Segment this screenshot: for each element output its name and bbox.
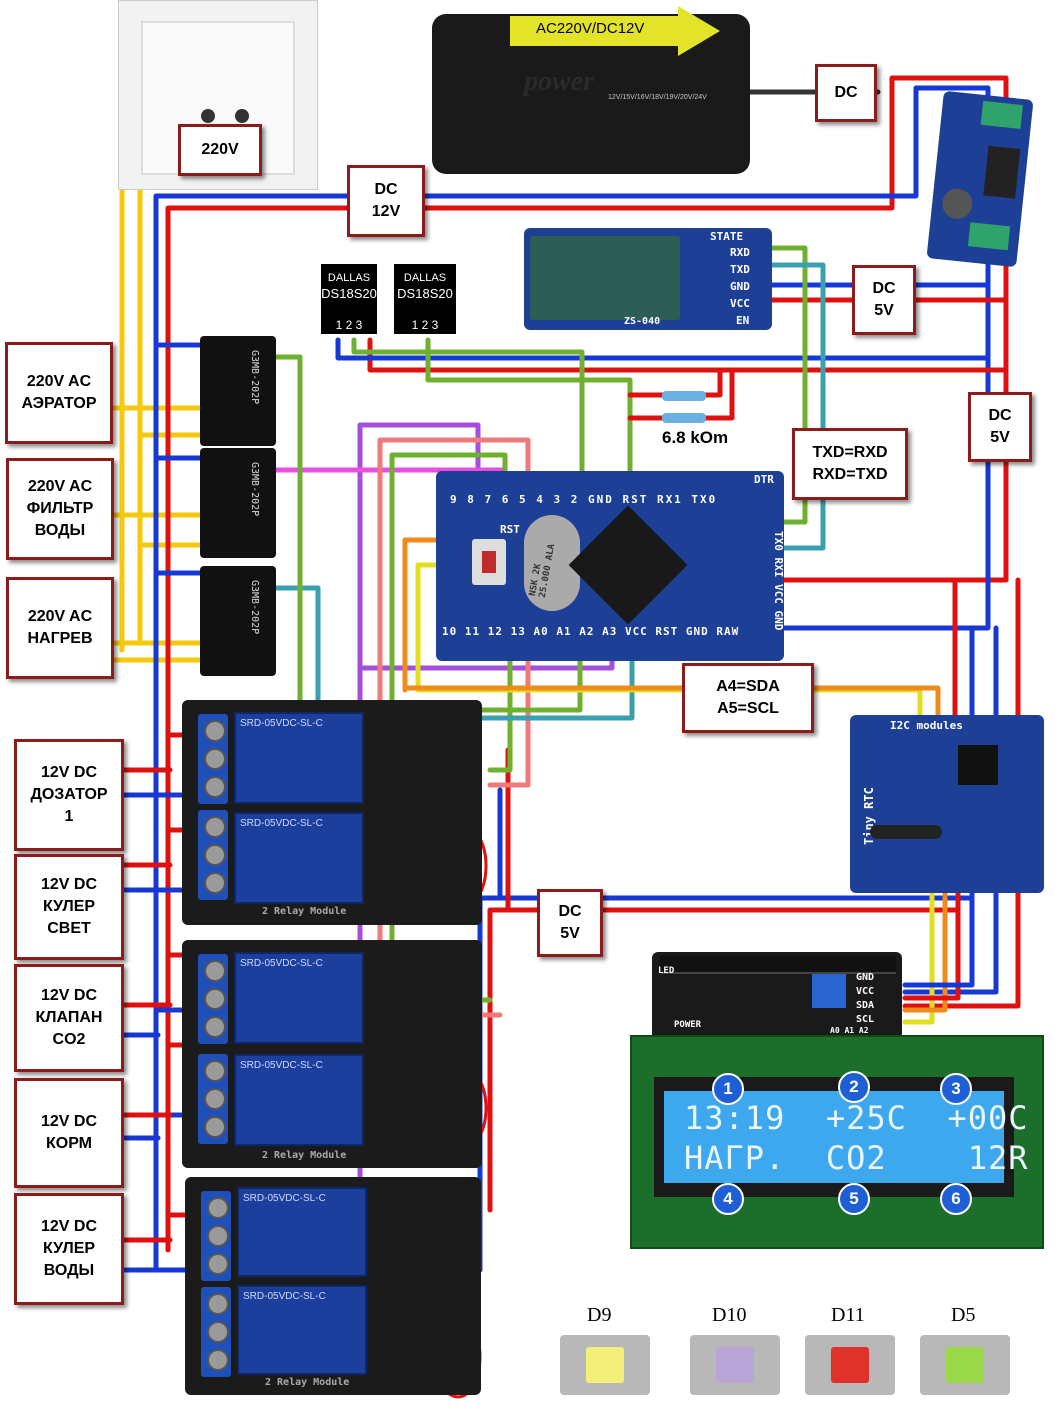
dc5-wire-blue xyxy=(767,247,991,631)
field-badge: 3 xyxy=(940,1073,972,1105)
dc5-wire-red xyxy=(777,247,1009,583)
arduino-pro-mini: 9 8 7 6 5 4 3 2 GND RST RX1 TX0 10 11 12… xyxy=(436,471,785,661)
load-label: 12V DC КЛАПАН CO2 xyxy=(14,964,124,1072)
led-name: D11 xyxy=(831,1304,865,1326)
field-badge: 5 xyxy=(838,1183,870,1215)
solid-state-relay: G3MB-202P xyxy=(200,336,276,446)
led-module xyxy=(920,1335,1010,1395)
uart-note: TXD=RXD RXD=TXD xyxy=(792,428,908,500)
led-module xyxy=(805,1335,895,1395)
led-core xyxy=(831,1347,869,1383)
resistor-value: 6.8 kOm xyxy=(662,428,729,447)
dc5-label: DC 5V xyxy=(852,265,916,335)
resistor xyxy=(662,391,706,401)
field-badge: 4 xyxy=(712,1183,744,1215)
dc12-label: DC 12V xyxy=(347,165,425,237)
led-name: D5 xyxy=(951,1304,976,1326)
load-label: 12V DC ДОЗАТОР 1 xyxy=(14,739,124,851)
led-name: D9 xyxy=(587,1304,612,1326)
mains-label: 220V xyxy=(178,124,262,176)
lcd-row-2: НАГР. CO2 12R xyxy=(684,1139,1029,1177)
load-label: 220V AC АЭРАТОР xyxy=(5,342,113,444)
i2c-lcd-adapter: GND VCC SDA SCL LED POWER A0 A1 A2 xyxy=(652,952,902,1040)
lcd-row-1: 13:19 +25C +00C xyxy=(684,1099,1029,1137)
relay-module: SRD-05VDC-SL-C SRD-05VDC-SL-C 2 Relay Mo… xyxy=(182,940,482,1168)
led-module xyxy=(690,1335,780,1395)
arrow-icon: AC220V/DC12V xyxy=(510,6,720,56)
load-label: 220V AC НАГРЕВ xyxy=(6,577,114,679)
led-core xyxy=(716,1347,754,1383)
i2c-note: A4=SDA A5=SCL xyxy=(682,663,814,733)
dc-jack-label: DC xyxy=(815,64,877,122)
temp-sensor: DALLAS DS18S20 1 2 3 xyxy=(321,264,377,334)
relay-module: SRD-05VDC-SL-C SRD-05VDC-SL-C 2 Relay Mo… xyxy=(185,1177,481,1395)
led-core xyxy=(586,1347,624,1383)
power-supply: AC220V/DC12V power 12V/15V/16V/18V/19V/2… xyxy=(432,6,750,174)
field-badge: 6 xyxy=(940,1183,972,1215)
load-label: 12V DC КУЛЕР СВЕТ xyxy=(14,854,124,960)
dc5-label: DC 5V xyxy=(968,392,1032,462)
rtc-module: I2C modules Tiny RTC xyxy=(850,715,1044,893)
solid-state-relay: G3MB-202P xyxy=(200,566,276,676)
lcd-display: 13:19 +25C +00C НАГР. CO2 12R 1 2 3 4 5 … xyxy=(630,1035,1044,1249)
resistor xyxy=(662,413,706,423)
load-label: 220V AC ФИЛЬТР ВОДЫ xyxy=(6,458,114,560)
field-badge: 1 xyxy=(712,1073,744,1105)
led-module xyxy=(560,1335,650,1395)
load-label: 12V DC КУЛЕР ВОДЫ xyxy=(14,1193,124,1305)
solid-state-relay: G3MB-202P xyxy=(200,448,276,558)
led-name: D10 xyxy=(712,1304,747,1326)
led-core xyxy=(946,1347,984,1383)
field-badge: 2 xyxy=(838,1071,870,1103)
dc12-wire-blue xyxy=(153,85,991,1273)
temp-sensor: DALLAS DS18S20 1 2 3 xyxy=(394,264,456,334)
relay-module: SRD-05VDC-SL-C SRD-05VDC-SL-C 2 Relay Mo… xyxy=(182,700,482,925)
bluetooth-module: ZS-040 STATE RXD TXD GND VCC EN xyxy=(524,228,772,330)
load-label: 12V DC КОРМ xyxy=(14,1078,124,1188)
buck-converter xyxy=(926,90,1034,268)
dc5-label: DC 5V xyxy=(537,889,603,957)
dc12-wire-red xyxy=(165,75,1009,1253)
